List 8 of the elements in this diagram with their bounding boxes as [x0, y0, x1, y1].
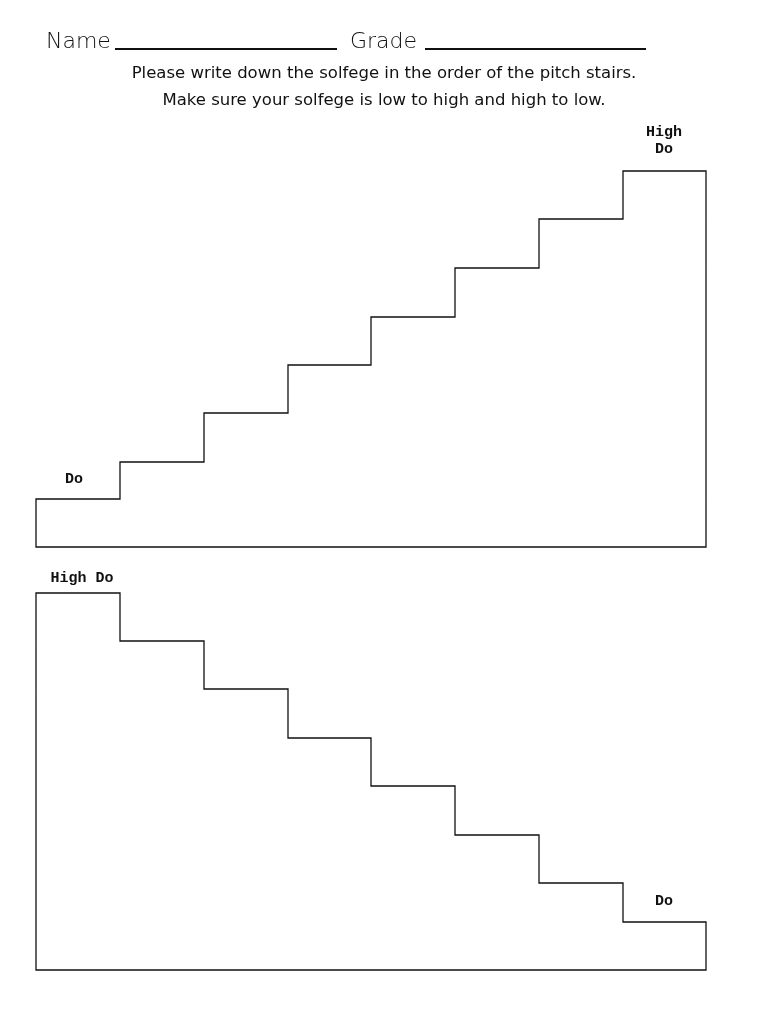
instruction-text: Please write down the solfege in the order of the pitch stairs. [130, 63, 638, 82]
instruction-text: Make sure your solfege is low to high and high to low. [161, 90, 607, 109]
step-label: High Do [49, 570, 115, 587]
step-label: High Do [645, 124, 683, 158]
grade-label: Grade [350, 28, 418, 53]
name-label: Name [46, 28, 111, 53]
step-label: Do [654, 893, 674, 910]
step-label: Do [64, 471, 84, 488]
